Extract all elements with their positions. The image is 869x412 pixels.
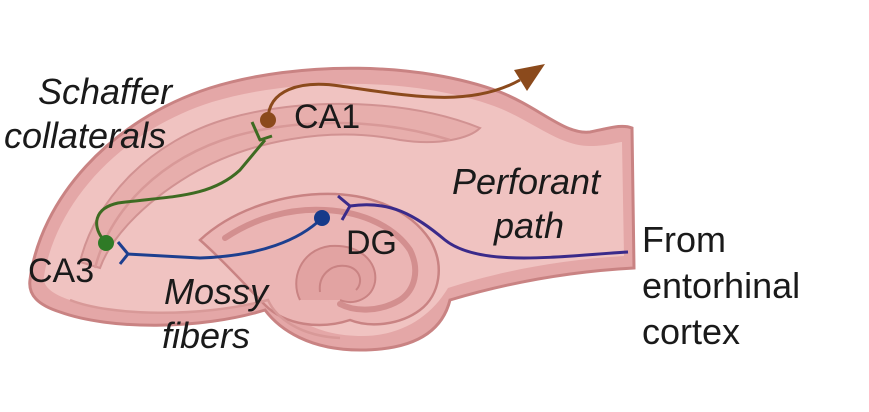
ca3-label: CA3: [28, 252, 94, 290]
ca1-label: CA1: [294, 98, 360, 136]
cornu-ammonis-layer: [78, 102, 482, 270]
dentate-granule-layer: [222, 206, 419, 313]
dentate-inner-fold: [295, 244, 377, 303]
perforant-label-line2: path: [493, 205, 564, 246]
perforant-synapse-terminal: [337, 194, 352, 221]
source-label-line2: entorhinal: [642, 265, 800, 306]
mossy-label-line2: fibers: [162, 315, 250, 356]
schaffer-label-line2: collaterals: [4, 115, 166, 156]
labels: Schaffer collaterals CA1 Perforant path …: [4, 71, 800, 356]
source-label-line1: From: [642, 219, 726, 260]
perforant-pathway: [337, 194, 629, 260]
dentate-core: [318, 264, 362, 293]
perforant-axon: [349, 203, 629, 260]
hippocampus-tissue: [28, 66, 636, 352]
perforant-label-line1: Perforant: [452, 161, 602, 202]
schaffer-collateral-pathway: [95, 121, 273, 244]
dg-label: DG: [346, 224, 397, 262]
ca1-output-arrowhead: [514, 64, 545, 91]
mossy-label-line1: Mossy: [164, 271, 270, 312]
ventral-layer: [69, 298, 341, 340]
ca1-axon: [266, 78, 521, 121]
schaffer-label-line1: Schaffer: [38, 71, 174, 112]
source-label-line3: cortex: [642, 311, 740, 352]
ca3-neuron: [98, 235, 114, 251]
ca1-neuron: [260, 112, 276, 128]
mossy-fiber-axon: [125, 216, 324, 260]
mossy-synapse-terminal: [116, 241, 130, 265]
mossy-fiber-pathway: [116, 210, 330, 265]
stratum-line: [93, 121, 451, 269]
dg-neuron: [314, 210, 330, 226]
schaffer-synapse-terminal: [250, 121, 273, 142]
ca1-output-pathway: [260, 64, 545, 128]
schaffer-axon: [95, 139, 267, 244]
